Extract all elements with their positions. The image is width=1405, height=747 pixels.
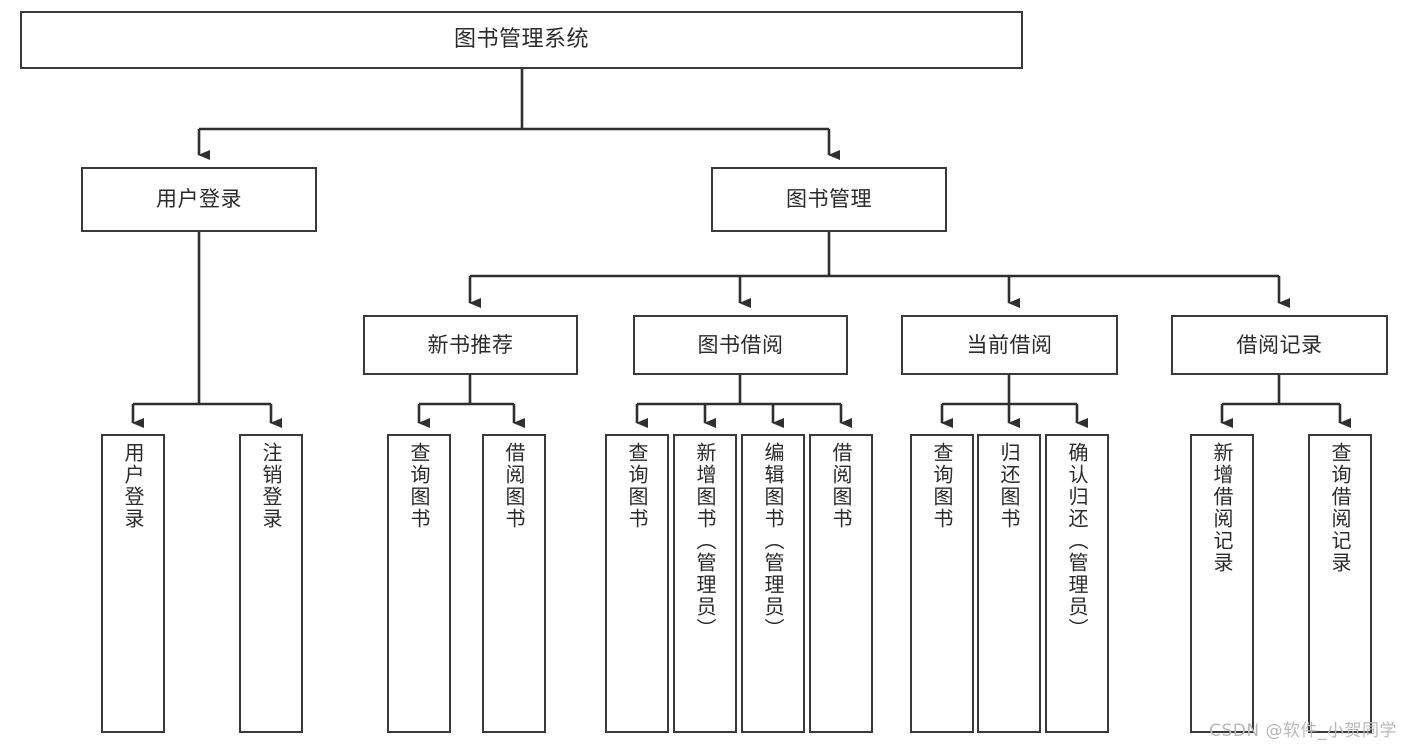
node-book-management[interactable]: 图书管理 (711, 167, 947, 232)
node-label: 归还图书 (997, 442, 1021, 530)
node-label: 新增图书（管理员） (693, 442, 717, 640)
node-leaf-query-borrow-record[interactable]: 查询借阅记录 (1308, 434, 1372, 733)
node-leaf-add-book-admin[interactable]: 新增图书（管理员） (673, 434, 737, 733)
node-leaf-confirm-return-admin[interactable]: 确认归还（管理员） (1045, 434, 1109, 733)
node-current-borrow[interactable]: 当前借阅 (901, 315, 1118, 375)
node-root-book-management-system[interactable]: 图书管理系统 (20, 11, 1023, 69)
node-leaf-query-book-borrow[interactable]: 查询图书 (605, 434, 669, 733)
node-label: 图书管理系统 (453, 27, 589, 53)
csdn-watermark: CSDN @软件_小贺同学 (1209, 721, 1397, 741)
node-new-book-recommend[interactable]: 新书推荐 (363, 315, 578, 375)
node-label: 用户登录 (121, 442, 145, 530)
node-label: 当前借阅 (966, 332, 1053, 357)
node-leaf-add-borrow-record[interactable]: 新增借阅记录 (1190, 434, 1254, 733)
node-leaf-user-login[interactable]: 用户登录 (101, 434, 165, 733)
node-label: 查询借阅记录 (1328, 442, 1352, 574)
node-user-login[interactable]: 用户登录 (81, 167, 317, 232)
node-leaf-borrow-book[interactable]: 借阅图书 (809, 434, 873, 733)
node-label: 图书管理 (786, 187, 872, 212)
node-label: 查询图书 (930, 442, 954, 530)
node-label: 借阅图书 (829, 442, 853, 530)
node-label: 新增借阅记录 (1210, 442, 1234, 574)
node-book-borrow[interactable]: 图书借阅 (633, 315, 848, 375)
node-label: 图书借阅 (697, 332, 784, 357)
node-label: 用户登录 (156, 187, 242, 212)
node-leaf-query-book-current[interactable]: 查询图书 (910, 434, 974, 733)
node-label: 编辑图书（管理员） (761, 442, 785, 640)
node-label: 借阅图书 (502, 442, 526, 530)
node-leaf-return-book[interactable]: 归还图书 (977, 434, 1041, 733)
node-borrow-record[interactable]: 借阅记录 (1171, 315, 1388, 375)
node-leaf-query-book-recommend[interactable]: 查询图书 (387, 434, 451, 733)
node-label: 确认归还（管理员） (1065, 442, 1089, 640)
node-label: 注销登录 (259, 442, 283, 530)
node-leaf-borrow-book-recommend[interactable]: 借阅图书 (482, 434, 546, 733)
node-label: 新书推荐 (427, 332, 514, 357)
node-label: 查询图书 (625, 442, 649, 530)
node-leaf-logout[interactable]: 注销登录 (239, 434, 303, 733)
node-label: 查询图书 (407, 442, 431, 530)
node-label: 借阅记录 (1236, 332, 1323, 357)
node-leaf-edit-book-admin[interactable]: 编辑图书（管理员） (741, 434, 805, 733)
